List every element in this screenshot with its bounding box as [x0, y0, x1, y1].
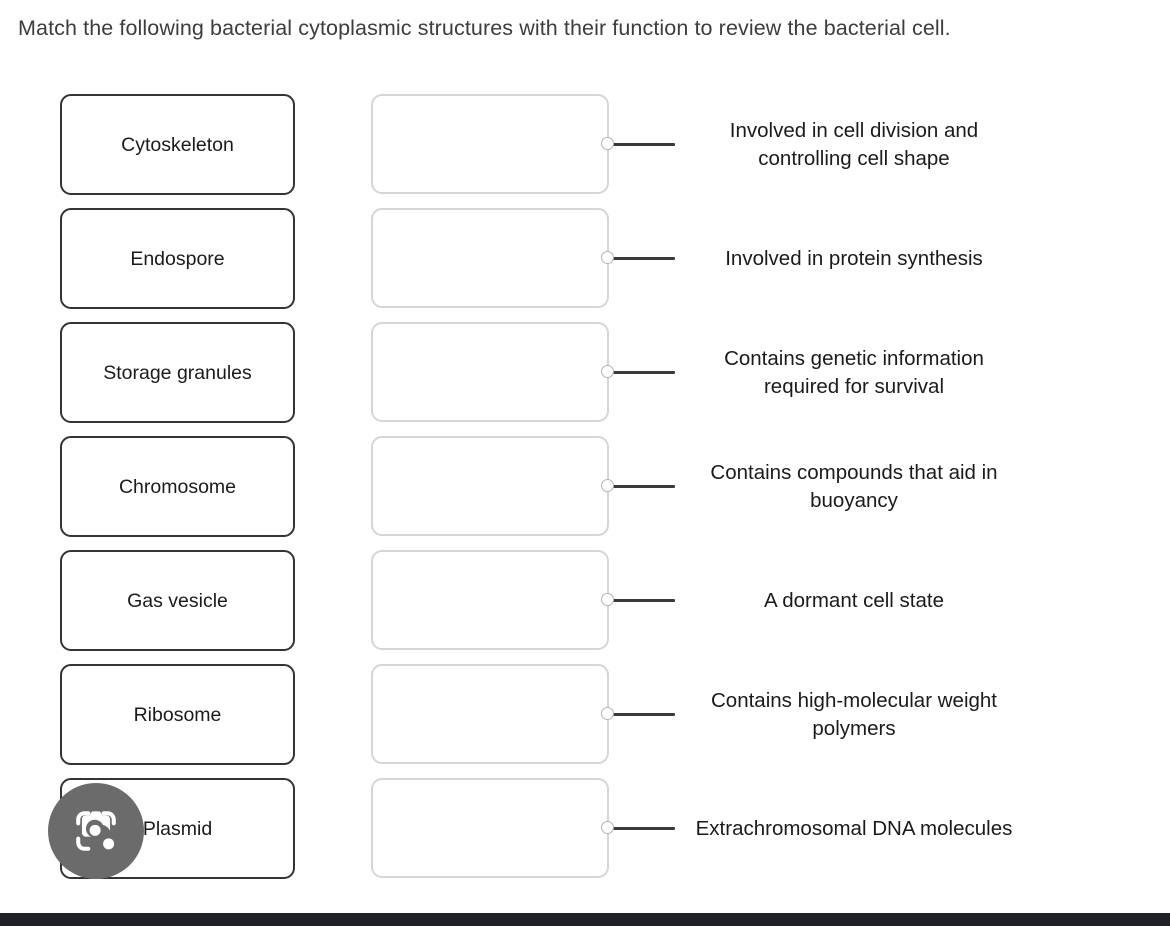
answer-drop-zone[interactable] [371, 436, 609, 536]
connector-line [611, 826, 675, 830]
definition-text: Involved in protein synthesis [725, 246, 983, 270]
term-tile[interactable]: Ribosome [60, 664, 295, 765]
definition-text: Contains genetic information required fo… [724, 346, 984, 398]
answer-drop-zone[interactable] [371, 664, 609, 764]
term-label: Ribosome [133, 703, 222, 726]
definition-cell: Contains high-molecular weight polymers [686, 664, 1022, 765]
connector-line [611, 142, 675, 146]
answer-drop-zone[interactable] [371, 94, 609, 194]
match-row: Cytoskeleton Involved in cell division an… [0, 94, 1170, 208]
google-lens-camera-icon [69, 804, 123, 858]
connector[interactable] [601, 821, 675, 836]
definition-text: Involved in cell division and controllin… [729, 118, 979, 170]
answer-drop-zone[interactable] [371, 322, 609, 422]
match-row: Plasmid Extrachromosomal DNA molecules [0, 778, 1170, 892]
definition-cell: Extrachromosomal DNA molecules [686, 778, 1022, 879]
connector[interactable] [601, 479, 675, 494]
connector-node-icon[interactable] [601, 137, 614, 150]
match-row: Ribosome Contains high-molecular weight p… [0, 664, 1170, 778]
answer-drop-zone[interactable] [371, 550, 609, 650]
connector-line [611, 370, 675, 374]
term-label: Endospore [130, 247, 225, 270]
connector-node-icon[interactable] [601, 251, 614, 264]
connector[interactable] [601, 365, 675, 380]
connector[interactable] [601, 251, 675, 266]
term-label: Storage granules [103, 361, 252, 384]
connector-node-icon[interactable] [601, 593, 614, 606]
connector-line [611, 256, 675, 260]
definition-text: A dormant cell state [763, 588, 945, 612]
definition-cell: Involved in cell division and controllin… [686, 94, 1022, 195]
term-tile[interactable]: Endospore [60, 208, 295, 309]
match-row: Endospore Involved in protein synthesis [0, 208, 1170, 322]
connector[interactable] [601, 707, 675, 722]
term-tile[interactable]: Cytoskeleton [60, 94, 295, 195]
match-row: Chromosome Contains compounds that aid in… [0, 436, 1170, 550]
definition-text: Extrachromosomal DNA molecules [695, 816, 1013, 840]
question-prompt: Match the following bacterial cytoplasmi… [18, 16, 951, 40]
definition-text: Contains compounds that aid in buoyancy [710, 460, 998, 512]
connector-node-icon[interactable] [601, 365, 614, 378]
term-label: Gas vesicle [127, 589, 228, 612]
answer-drop-zone[interactable] [371, 778, 609, 878]
connector-line [611, 598, 675, 602]
match-row: Storage granules Contains genetic informa… [0, 322, 1170, 436]
term-tile[interactable]: Chromosome [60, 436, 295, 537]
term-label: Plasmid [142, 817, 213, 840]
term-tile[interactable]: Storage granules [60, 322, 295, 423]
definition-cell: A dormant cell state [686, 550, 1022, 651]
connector[interactable] [601, 593, 675, 608]
bottom-system-bar [0, 913, 1170, 926]
term-tile[interactable]: Gas vesicle [60, 550, 295, 651]
match-row: Gas vesicle A dormant cell state [0, 550, 1170, 664]
definition-cell: Contains compounds that aid in buoyancy [686, 436, 1022, 537]
answer-drop-zone[interactable] [371, 208, 609, 308]
term-label: Chromosome [118, 475, 237, 498]
connector-node-icon[interactable] [601, 707, 614, 720]
connector-node-icon[interactable] [601, 479, 614, 492]
definition-cell: Involved in protein synthesis [686, 208, 1022, 309]
definition-cell: Contains genetic information required fo… [686, 322, 1022, 423]
connector[interactable] [601, 137, 675, 152]
term-label: Cytoskeleton [121, 133, 234, 156]
connector-line [611, 484, 675, 488]
google-lens-button[interactable] [48, 783, 144, 879]
connector-node-icon[interactable] [601, 821, 614, 834]
connector-line [611, 712, 675, 716]
definition-text: Contains high-molecular weight polymers [710, 688, 997, 740]
